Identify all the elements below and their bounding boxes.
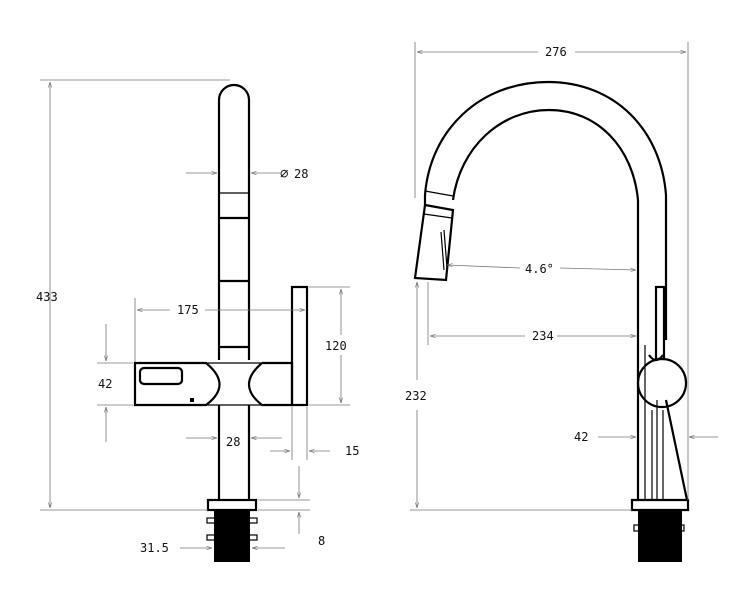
side-view: 433 ∅ 28 175 120 42 28 15 [36, 79, 359, 562]
dim-spout-reach: 234 [532, 329, 554, 343]
dim-base-thickness: 8 [318, 534, 325, 548]
front-handle-lever [654, 285, 666, 361]
front-body [636, 200, 689, 501]
dim-spout-diameter-symbol: ∅ [280, 166, 289, 182]
side-spout-tube [217, 83, 251, 360]
dim-spray-angle: 4.6° [525, 262, 554, 276]
side-stem [217, 405, 251, 500]
side-aerator [138, 366, 184, 386]
dim-handle-height: 120 [325, 339, 347, 353]
dim-overall-width: 276 [545, 45, 567, 59]
dim-reach: 175 [177, 303, 199, 317]
front-view: 276 4.6° 234 232 42 [405, 42, 718, 562]
dim-spout-height: 232 [405, 389, 427, 403]
dim-shank-diameter: 31.5 [140, 541, 169, 555]
dim-front-body-diameter: 42 [574, 430, 588, 444]
dim-handle-width: 15 [345, 444, 359, 458]
dim-body-height: 42 [98, 377, 112, 391]
dim-spout-diameter: 28 [294, 167, 308, 181]
front-shank [638, 510, 682, 562]
front-spout-outer [423, 80, 668, 200]
front-spout-inner [451, 108, 640, 201]
side-shank [214, 510, 250, 562]
dim-body-diameter: 28 [226, 435, 240, 449]
dim-total-height: 433 [36, 290, 58, 304]
front-spray-head [413, 203, 455, 282]
side-base [206, 498, 258, 512]
side-handle [290, 285, 309, 407]
front-handle-knob [636, 357, 688, 409]
